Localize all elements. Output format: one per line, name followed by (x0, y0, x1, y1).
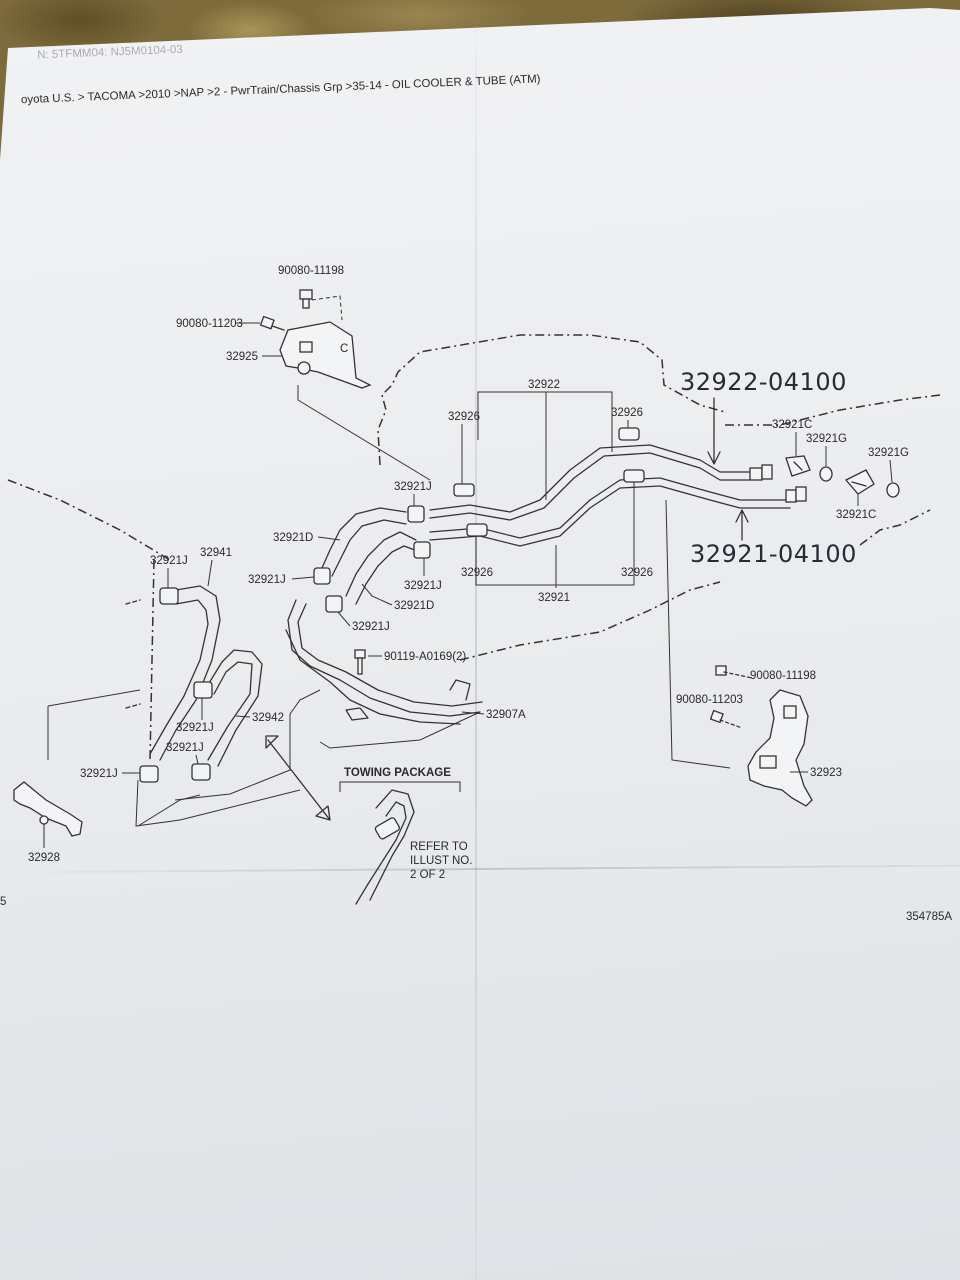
label-32942: 32942 (252, 712, 284, 724)
svg-text:C: C (340, 343, 348, 355)
bracket-32928 (13, 781, 83, 837)
grommet-32926-d-icon (623, 469, 645, 483)
label-32923: 32923 (810, 767, 842, 779)
label-32921G-a: 32921G (806, 433, 847, 445)
towing-package-title: TOWING PACKAGE (344, 767, 451, 779)
frame-outline-left-vertical (149, 559, 155, 761)
clamp-32921J-d-icon (325, 595, 343, 613)
clamp-32921J-a-icon (407, 505, 425, 523)
leader-bracket-to-hose (297, 385, 431, 481)
label-32921J-a: 32921J (394, 481, 432, 493)
label-32922: 32922 (528, 379, 560, 391)
bolt-90080-11198-top-icon (299, 289, 313, 309)
bracket-32923 (747, 689, 813, 807)
towing-arrow-icon (265, 735, 331, 821)
clamp-32921J-f-icon (193, 681, 213, 699)
label-32921D-a: 32921D (273, 532, 313, 544)
handwritten-part-lower: 32921-04100 (690, 540, 857, 568)
tube-fitting-upper-icon (749, 464, 773, 481)
label-32907A: 32907A (486, 709, 526, 721)
gasket-32921G-b-icon (886, 482, 900, 498)
towing-refer-line2: ILLUST NO. (410, 855, 472, 867)
frame-outline-upper (725, 394, 941, 426)
bolt-90080-11203-top-icon (259, 315, 285, 331)
frame-outline-lower-right (859, 509, 931, 546)
towing-refer-line3: 2 OF 2 (410, 869, 445, 881)
label-32921D-b: 32921D (394, 600, 434, 612)
handwritten-part-upper: 32922-04100 (680, 368, 847, 396)
label-32941: 32941 (200, 547, 232, 559)
page-header: N: 5TFMM04: NJ5M0104-03 oyota U.S. > TAC… (21, 44, 541, 107)
illustration-id: 354785A (906, 911, 952, 923)
clamp-32921J-b-icon (313, 567, 331, 585)
group-frame-left (47, 689, 141, 760)
tube-fitting-lower-icon (785, 486, 807, 503)
handwritten-arrow-up (735, 509, 749, 541)
label-32925: 32925 (226, 351, 258, 363)
label-32926-a: 32926 (448, 411, 480, 423)
engine-outline (377, 334, 726, 466)
label-32921J-d: 32921J (352, 621, 390, 633)
label-32921: 32921 (538, 592, 570, 604)
grommet-32926-c-icon (466, 523, 488, 537)
grommet-32926-b-icon (618, 427, 640, 441)
label-32921J-b: 32921J (248, 574, 286, 586)
tube-32907A (285, 599, 483, 725)
clamp-32921J-e-icon (159, 587, 179, 605)
clamp-32921J-g-icon (191, 763, 211, 781)
label-90080-11198-right: 90080-11198 (750, 670, 816, 682)
label-32921J-c: 32921J (404, 580, 442, 592)
label-32921C-b: 32921C (836, 509, 876, 521)
label-32921J-g: 32921J (166, 742, 204, 754)
grommet-32926-a-icon (453, 483, 475, 497)
frame-outline-lower (459, 581, 721, 661)
towing-package-inset: TOWING PACKAGE REFER TO ILLUST NO. 2 OF … (339, 767, 472, 905)
breadcrumb: oyota U.S. > TACOMA >2010 >NAP >2 - PwrT… (21, 73, 541, 106)
label-32926-d: 32926 (621, 567, 653, 579)
hose-32942-icon (205, 649, 263, 767)
label-32921J-h: 32921J (80, 768, 118, 780)
label-90119: 90119-A0169(2) (384, 651, 466, 663)
bolt-90080-11203-right-icon (709, 709, 743, 729)
cooler-tube-32921 (429, 477, 791, 547)
towing-refer-line1: REFER TO (410, 841, 468, 853)
tube-clamp-icon (345, 707, 369, 721)
cooler-tube-32922 (429, 444, 751, 521)
clamp-32921J-c-icon (413, 541, 431, 559)
label-32921J-e: 32921J (150, 555, 188, 567)
label-90080-11203-right: 90080-11203 (676, 694, 743, 706)
label-32926-c: 32926 (461, 567, 493, 579)
group-frame-bottom (135, 779, 301, 827)
hose-32941-icon (149, 585, 221, 761)
label-32921C-a: 32921C (772, 419, 812, 431)
gasket-32921G-a-icon (819, 466, 833, 482)
hose-32921D-upper-icon (321, 507, 407, 577)
hose-32921D-lower-icon (345, 531, 421, 605)
label-90080-11198-top: 90080-11198 (278, 265, 344, 277)
paper-fold-crease-vertical (475, 20, 477, 1280)
label-32921G-b: 32921G (868, 447, 909, 459)
label-90080-11203-top: 90080-11203 (176, 318, 243, 330)
union-32921C-a-icon (785, 455, 811, 477)
bolt-90080-11198-right-icon (715, 665, 753, 679)
faded-header-text: N: 5TFMM04: NJ5M0104-03 (37, 44, 183, 62)
bracket-32925: C (279, 321, 372, 389)
label-32921J-f: 32921J (176, 722, 214, 734)
clamp-32921J-h-icon (139, 765, 159, 783)
leader-tube-to-bracket (665, 499, 731, 769)
footer-left-mark: 5 (0, 896, 6, 908)
label-32928: 32928 (28, 852, 60, 864)
bolt-90119-icon (354, 649, 366, 675)
label-32926-b: 32926 (611, 407, 643, 419)
union-32921C-b-icon (844, 469, 875, 495)
frame-outline-left (7, 479, 171, 561)
